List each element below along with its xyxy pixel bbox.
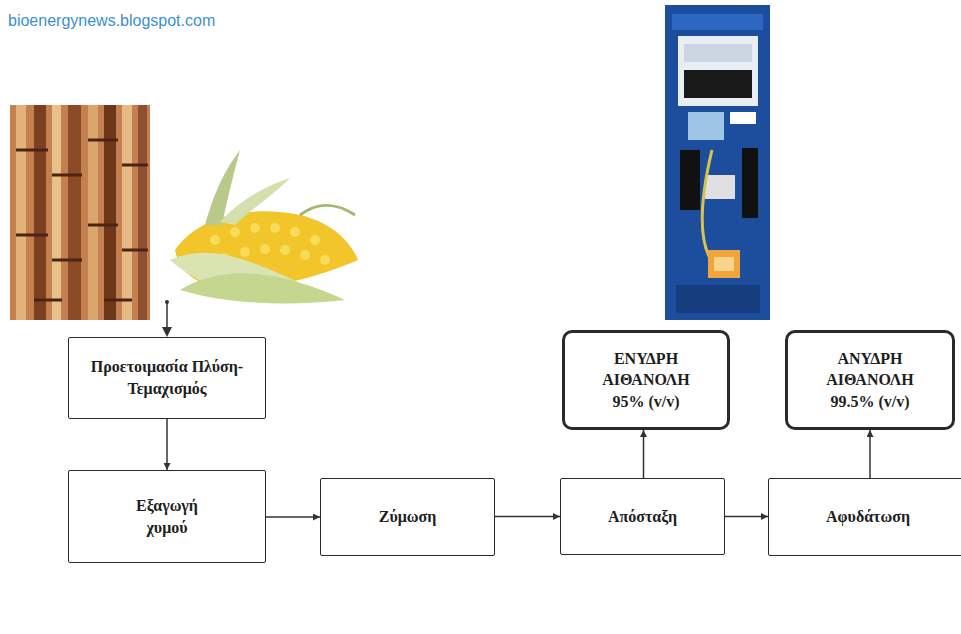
flow-arrow — [725, 516, 768, 518]
product-box: ΕΝΥΔΡΗ ΑΙΘΑΝΟΛΗ 95% (v/v) — [562, 330, 730, 430]
process-box: Ζύμωση — [320, 478, 495, 556]
flow-arrow — [495, 516, 560, 518]
watermark: bioenergynews.blogspot.com — [8, 12, 215, 30]
flow-arrow — [266, 516, 320, 518]
process-box: Αφυδάτωση — [768, 478, 961, 556]
flow-arrow — [869, 430, 871, 478]
node-text: Εξαγωγή χυμού — [120, 495, 215, 538]
corn-picture — [170, 150, 358, 303]
node-text: Απόσταξη — [608, 506, 677, 528]
feed-arrow — [162, 300, 172, 337]
process-box: Εξαγωγή χυμού — [68, 470, 266, 563]
process-box: Απόσταξη — [560, 478, 725, 555]
process-box: Προετοιμασία Πλύση-Τεμαχισμός — [68, 337, 266, 419]
flow-arrow — [643, 430, 645, 478]
node-text: ΑΝΥΔΡΗ ΑΙΘΑΝΟΛΗ 99.5% (v/v) — [814, 348, 926, 413]
node-text: ΕΝΥΔΡΗ ΑΙΘΑΝΟΛΗ 95% (v/v) — [590, 348, 702, 413]
node-text: Προετοιμασία Πλύση-Τεμαχισμός — [87, 356, 247, 399]
cane-picture — [10, 105, 150, 320]
node-text: Ζύμωση — [379, 506, 437, 528]
product-box: ΑΝΥΔΡΗ ΑΙΘΑΝΟΛΗ 99.5% (v/v) — [785, 330, 955, 430]
fuel-pump-picture — [665, 5, 770, 320]
node-text: Αφυδάτωση — [826, 506, 910, 528]
flow-arrow — [166, 419, 168, 470]
